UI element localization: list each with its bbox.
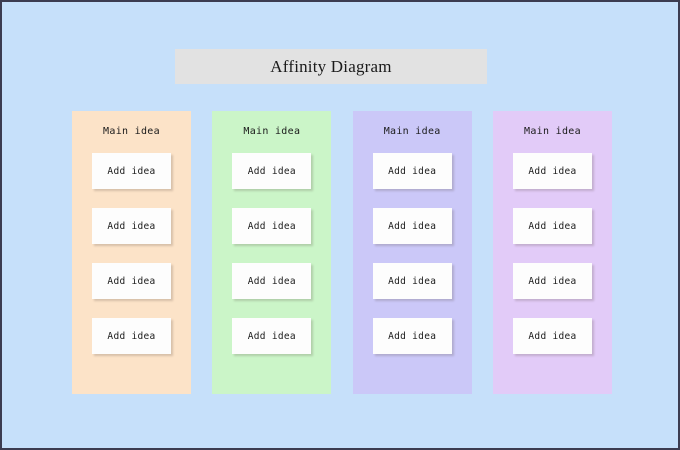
add-idea-card[interactable]: Add idea [372, 263, 452, 299]
add-idea-card[interactable]: Add idea [232, 263, 312, 299]
add-idea-card[interactable]: Add idea [512, 263, 592, 299]
diagram-title-banner[interactable]: Affinity Diagram [175, 49, 487, 84]
add-idea-card[interactable]: Add idea [372, 208, 452, 244]
add-idea-card[interactable]: Add idea [232, 153, 312, 189]
add-idea-card-label: Add idea [388, 275, 437, 287]
add-idea-card-label: Add idea [528, 220, 577, 232]
add-idea-card-label: Add idea [528, 165, 577, 177]
add-idea-card[interactable]: Add idea [92, 263, 171, 299]
add-idea-card[interactable]: Add idea [92, 208, 171, 244]
add-idea-card-label: Add idea [107, 165, 156, 177]
add-idea-card[interactable]: Add idea [232, 318, 312, 354]
add-idea-card[interactable]: Add idea [512, 208, 592, 244]
add-idea-card-label: Add idea [528, 275, 577, 287]
add-idea-card[interactable]: Add idea [372, 153, 452, 189]
column-header-label[interactable]: Main idea [103, 126, 160, 137]
add-idea-card[interactable]: Add idea [232, 208, 312, 244]
add-idea-card-label: Add idea [388, 165, 437, 177]
add-idea-card[interactable]: Add idea [92, 318, 171, 354]
add-idea-card-label: Add idea [388, 330, 437, 342]
add-idea-card-label: Add idea [107, 330, 156, 342]
add-idea-card-label: Add idea [247, 330, 296, 342]
diagram-title-text: Affinity Diagram [270, 56, 392, 76]
add-idea-card[interactable]: Add idea [512, 318, 592, 354]
add-idea-card-label: Add idea [247, 165, 296, 177]
add-idea-card-label: Add idea [107, 275, 156, 287]
add-idea-card[interactable]: Add idea [92, 153, 171, 189]
add-idea-card-label: Add idea [528, 330, 577, 342]
add-idea-card-label: Add idea [247, 275, 296, 287]
column-header-label[interactable]: Main idea [243, 126, 301, 137]
column-header-label[interactable]: Main idea [524, 126, 581, 137]
add-idea-card-label: Add idea [388, 220, 437, 232]
add-idea-card-label: Add idea [247, 220, 296, 232]
add-idea-card-label: Add idea [107, 220, 156, 232]
column-header-label[interactable]: Main idea [383, 126, 441, 137]
add-idea-card[interactable]: Add idea [512, 153, 592, 189]
add-idea-card[interactable]: Add idea [372, 318, 452, 354]
